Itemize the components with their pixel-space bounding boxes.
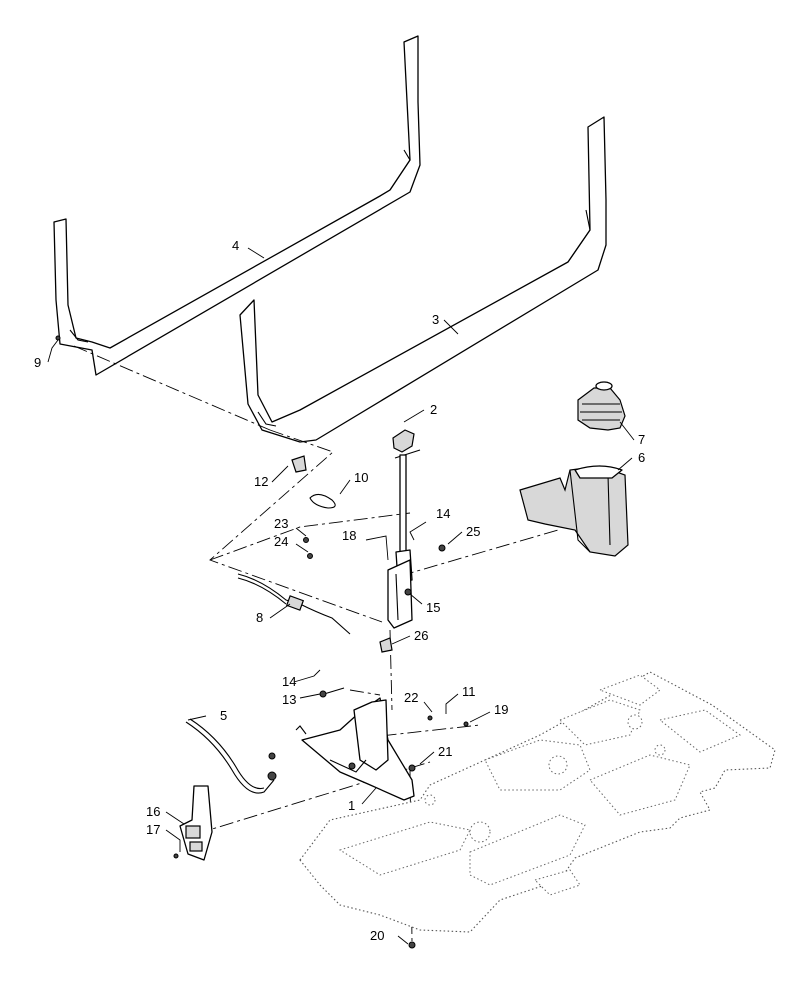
gear-shift-lever: [392, 429, 421, 583]
bolt-13: [319, 687, 345, 698]
shift-cable: [237, 573, 351, 635]
callout-3: 3: [432, 312, 439, 327]
callout-1: 1: [348, 798, 355, 813]
callout-15: 15: [426, 600, 440, 615]
callout-23: 23: [274, 516, 288, 531]
callout-26: 26: [414, 628, 428, 643]
leader-lines: [47, 247, 635, 945]
callout-4: 4: [232, 238, 239, 253]
callout-21: 21: [438, 744, 452, 759]
hardware-dots: [55, 335, 469, 949]
callout-9: 9: [34, 355, 41, 370]
trim-panel-front: [239, 116, 607, 443]
switch-bracket: [179, 785, 213, 861]
callout-7: 7: [638, 432, 645, 447]
callout-19: 19: [494, 702, 508, 717]
callout-25: 25: [466, 524, 480, 539]
clip-12: [291, 455, 307, 473]
callout-20: 20: [370, 928, 384, 943]
floor-mat: [299, 671, 776, 933]
gear-lever-boot: [577, 381, 626, 431]
cable-5: [185, 718, 277, 794]
callout-22: 22: [404, 690, 418, 705]
callout-16: 16: [146, 804, 160, 819]
callout-11: 11: [462, 684, 476, 699]
callout-labels: 4 3 9 2 7 6 12 10 14 23 25 18 24 15 8 26…: [34, 238, 645, 943]
callout-12: 12: [254, 474, 268, 489]
callout-17: 17: [146, 822, 160, 837]
callout-10: 10: [354, 470, 368, 485]
cable-tie: [309, 493, 336, 509]
callout-2: 2: [430, 402, 437, 417]
callout-24: 24: [274, 534, 288, 549]
console-cover: [519, 465, 629, 557]
trim-panel-rear: [53, 35, 421, 376]
callout-18: 18: [342, 528, 356, 543]
pin-26: [379, 637, 393, 653]
callout-6: 6: [638, 450, 645, 465]
lever-bracket: [387, 559, 413, 629]
callout-8: 8: [256, 610, 263, 625]
base-plate: [295, 697, 415, 801]
callout-14-lower: 14: [282, 674, 296, 689]
callout-14-upper: 14: [436, 506, 450, 521]
callout-5: 5: [220, 708, 227, 723]
callout-13: 13: [282, 692, 296, 707]
